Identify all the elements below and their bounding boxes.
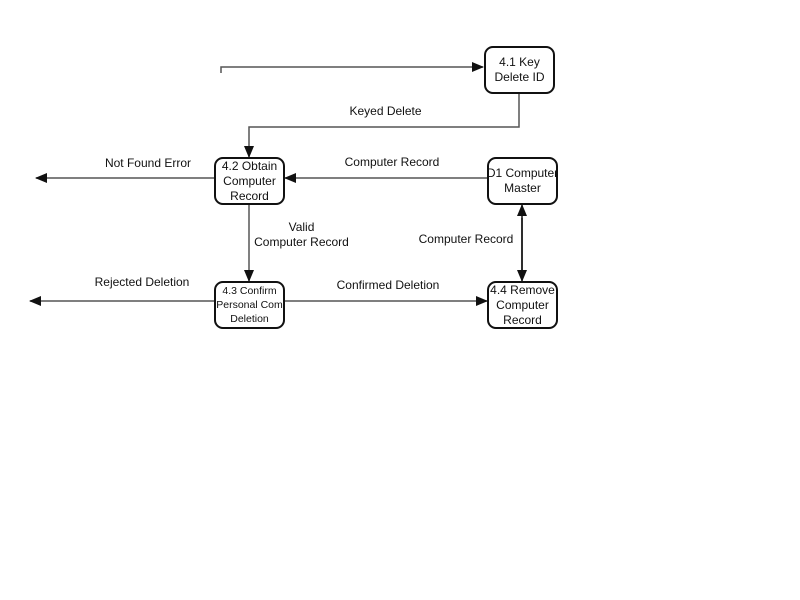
node-line: Record <box>230 188 269 203</box>
node-line: 4.1 Key <box>499 55 540 69</box>
flow-label-line: Computer Record <box>254 235 349 249</box>
node-line: Delete ID <box>494 70 545 84</box>
node-line: Deletion <box>230 313 269 325</box>
node-line: Computer <box>496 297 549 312</box>
flow-label-rejected-deletion: Rejected Deletion <box>94 275 190 289</box>
flow-label-computer-record-from-master: Computer Record <box>344 155 440 169</box>
flow-label-valid-computer-record: Valid Computer Record <box>250 220 353 250</box>
flow-line-input-to-4-1 <box>220 62 484 73</box>
node-line: Personal Com <box>216 299 283 311</box>
flow-label-line: Valid <box>288 220 315 234</box>
node-line: 4.4 Remove <box>490 282 555 297</box>
flow-line-keyed-delete <box>244 94 520 158</box>
process-4-4-remove-computer-record: 4.4 Remove Computer Record <box>487 281 558 329</box>
flow-label-keyed-delete: Keyed Delete <box>349 104 422 118</box>
node-line: 4.3 Confirm <box>222 285 277 297</box>
process-4-2-obtain-computer-record: 4.2 Obtain Computer Record <box>214 157 285 205</box>
data-store-d1-computer-master: D1 Computer Master <box>487 157 558 205</box>
flow-label-not-found-error: Not Found Error <box>104 156 192 170</box>
process-4-3-confirm-personal-com-deletion: 4.3 Confirm Personal Com Deletion <box>214 281 285 329</box>
node-line: Master <box>504 181 541 195</box>
flow-label-computer-record-bidirectional: Computer Record <box>418 232 514 246</box>
node-line: Computer <box>223 173 276 188</box>
node-line: 4.2 Obtain <box>221 158 278 173</box>
node-line: Record <box>503 312 542 327</box>
flow-label-confirmed-deletion: Confirmed Deletion <box>336 278 440 292</box>
process-4-1-key-delete-id: 4.1 Key Delete ID <box>484 46 555 94</box>
node-line: D1 Computer <box>487 166 558 180</box>
